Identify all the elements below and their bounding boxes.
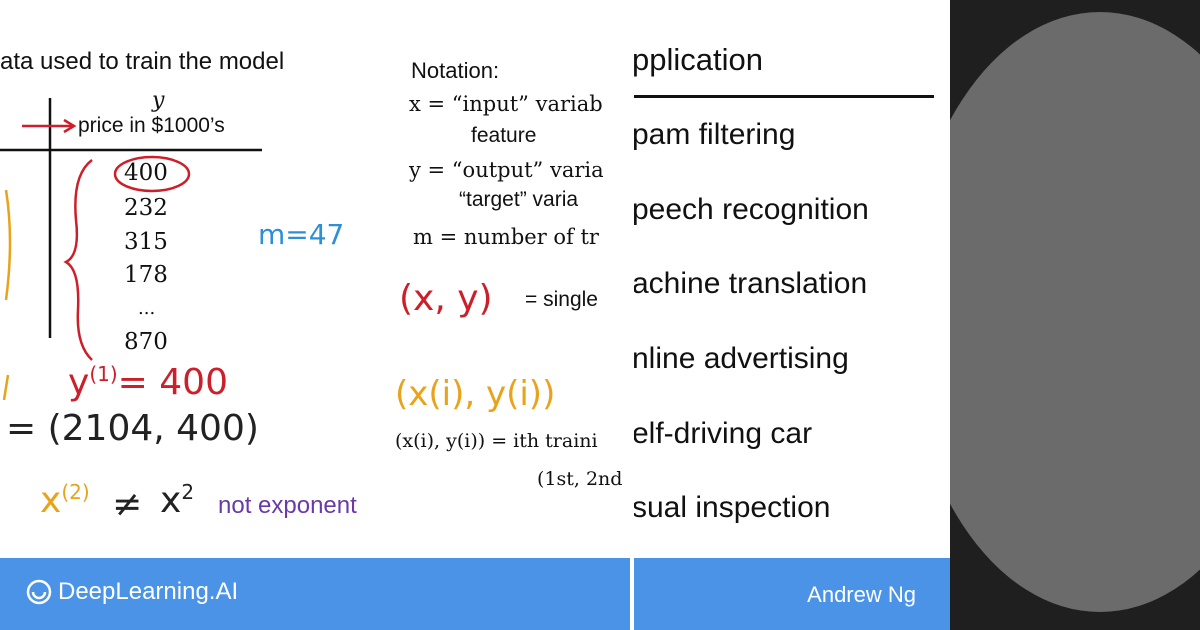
ordinal-note: (1st, 2nd	[537, 468, 623, 490]
not-exponent-note: not exponent	[218, 492, 357, 519]
x-definition: x = “input” variab	[409, 92, 603, 116]
price-value: 400	[124, 160, 168, 186]
application-item: elf-driving car	[632, 417, 813, 450]
author-name: Andrew Ng	[807, 582, 916, 607]
xiyi-handwritten: (x(i), y(i))	[395, 374, 556, 414]
y-definition: y = “output” varia	[409, 158, 604, 182]
table-lines	[0, 98, 262, 400]
m-annotation: m=47	[258, 218, 345, 251]
footer-right: Andrew Ng	[634, 558, 950, 630]
applications-title: pplication	[632, 42, 763, 77]
application-item: nline advertising	[632, 342, 849, 375]
target-label: “target” varia	[459, 188, 579, 211]
deeplearning-logo: DeepLearning.AI	[26, 578, 238, 606]
price-value: 315	[124, 229, 168, 255]
x2-annotation: x(2)	[40, 480, 90, 521]
logo-icon	[26, 579, 52, 605]
background-right	[950, 0, 1200, 630]
feature-label: feature	[471, 124, 537, 147]
slide-title: ata used to train the model	[0, 48, 285, 75]
price-value: 232	[124, 195, 168, 221]
xy-handwritten: (x, y)	[399, 278, 493, 319]
slide-notation: Notation: x = “input” variab feature y =…	[395, 0, 632, 558]
application-item: pam filtering	[632, 118, 796, 151]
single-label: = single	[525, 288, 598, 311]
application-item: achine translation	[632, 267, 868, 300]
application-item: peech recognition	[632, 193, 869, 226]
application-item: sual inspection	[632, 491, 831, 524]
price-value: 178	[124, 262, 168, 288]
background-disc	[950, 12, 1200, 612]
pair-annotation: = (2104, 400)	[6, 408, 259, 449]
col-label-y: y	[152, 88, 165, 113]
y1-annotation: y(1)= 400	[68, 362, 228, 403]
price-ellipsis: ...	[138, 298, 156, 319]
xsq-annotation: x2	[160, 480, 195, 521]
logo-text: DeepLearning.AI	[58, 578, 239, 605]
panel-divider	[630, 0, 634, 630]
m-definition: m = number of tr	[413, 225, 599, 249]
title-rule	[632, 95, 934, 98]
footer-left: DeepLearning.AI	[0, 558, 630, 630]
slide-applications: pplication pam filtering peech recogniti…	[632, 0, 950, 558]
slide-training-data: ata used to train the model y price in $…	[0, 0, 395, 558]
neq-symbol: ≠	[112, 484, 143, 525]
col-desc: price in $1000’s	[78, 114, 225, 137]
price-value: 870	[124, 329, 168, 355]
notation-heading: Notation:	[411, 58, 500, 83]
ith-example: (x(i), y(i)) = ith traini	[395, 430, 598, 452]
